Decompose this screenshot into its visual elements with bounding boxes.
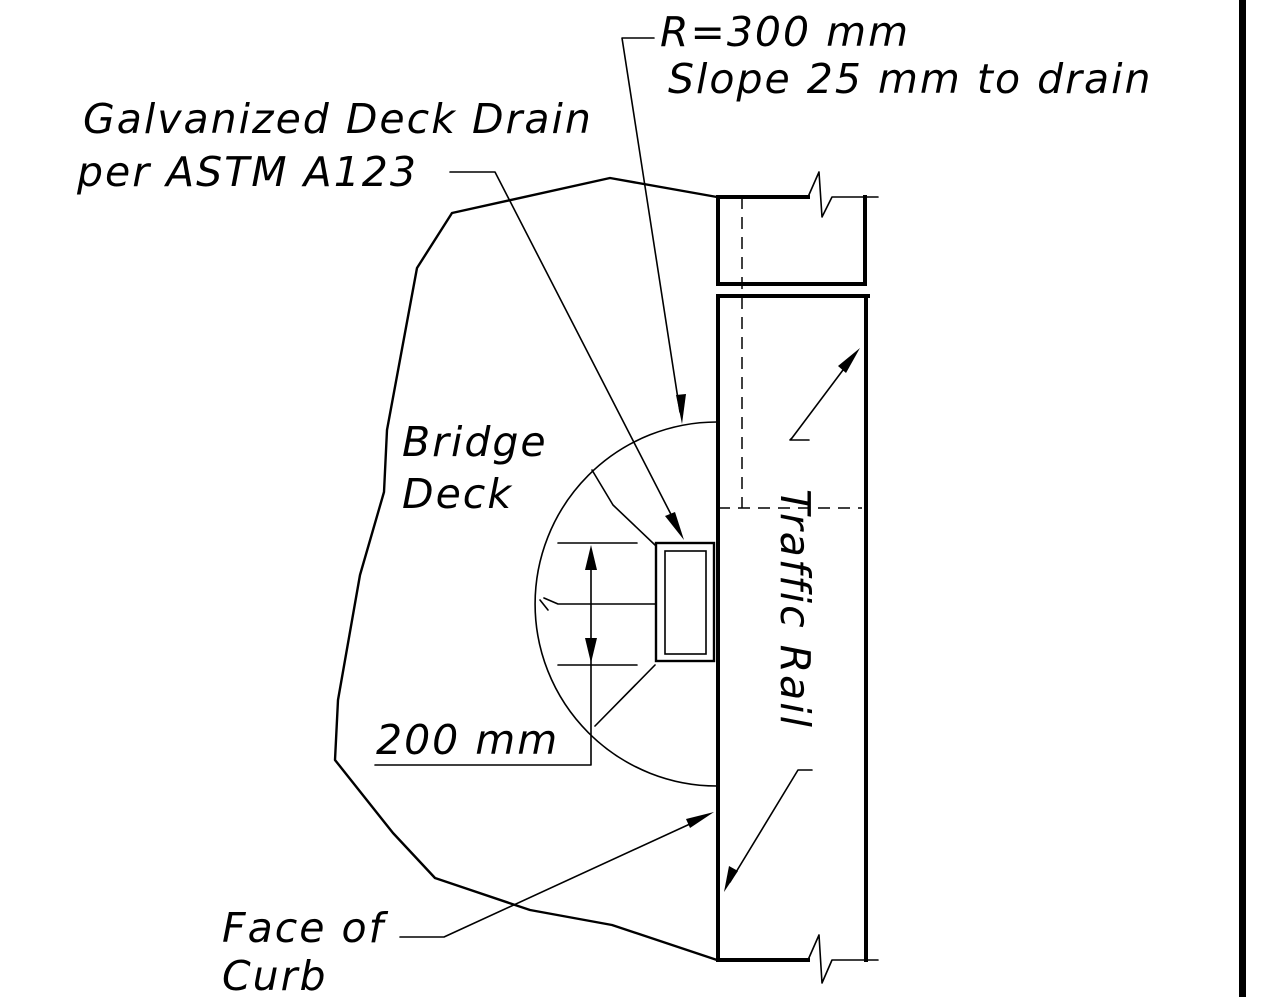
- deck-label-line2: Deck: [402, 470, 513, 518]
- drain-leader: [449, 171, 684, 540]
- deck-label-line1: Bridge: [402, 418, 548, 466]
- drain-radius-arc: [534, 421, 718, 787]
- curb-label-line1: Face of: [222, 904, 389, 952]
- curb-label-line2: Curb: [222, 952, 328, 997]
- drain-sump-lines: [539, 469, 656, 727]
- deck-drain-grate: [654, 541, 716, 663]
- traffic-rail: [716, 171, 879, 984]
- dimension-label: 200 mm: [376, 716, 559, 764]
- bridge-deck-break-outline: [333, 176, 719, 962]
- slope-label: Slope 25 mm to drain: [668, 55, 1152, 103]
- dimension-200mm: [374, 542, 638, 766]
- rail-label: Traffic Rail: [771, 489, 819, 729]
- radius-label: R=300 mm: [660, 8, 910, 56]
- radius-leader: [621, 37, 686, 424]
- drain-label-line1: Galvanized Deck Drain: [83, 95, 593, 143]
- rail-leaders: [724, 348, 860, 892]
- curb-leader: [399, 812, 714, 938]
- sheet-border-right: [1239, 0, 1246, 997]
- drain-label-line2: per ASTM A123: [76, 148, 418, 196]
